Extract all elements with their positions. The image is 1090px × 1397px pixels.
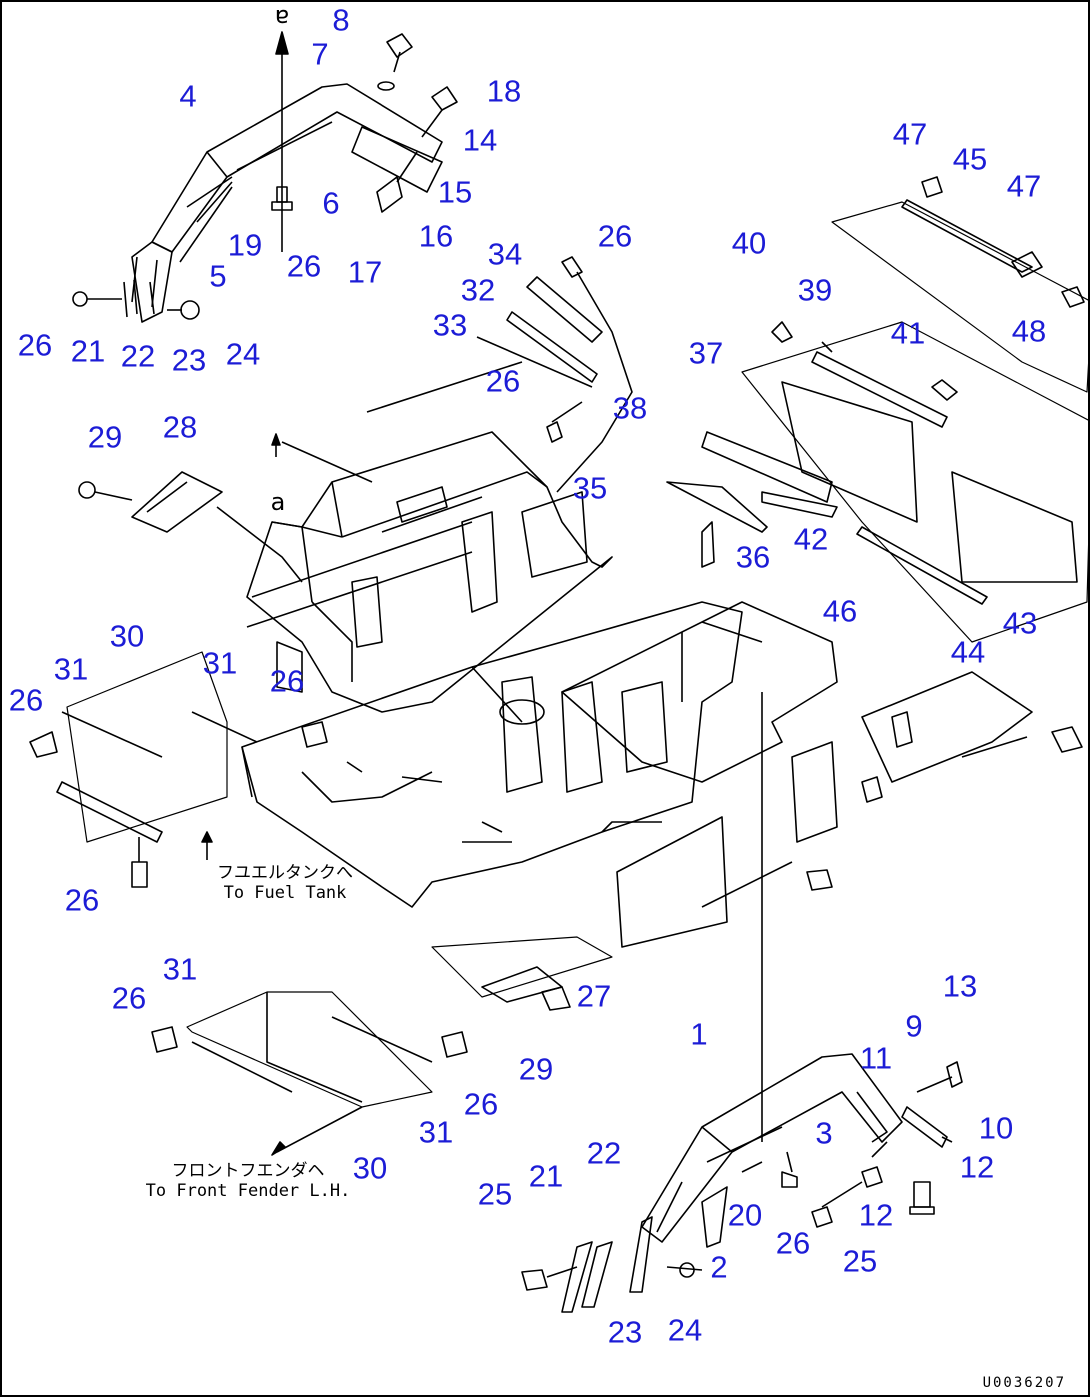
callout-47: 47 bbox=[892, 116, 928, 152]
callout-14: 14 bbox=[462, 122, 498, 158]
note-to-front-fender-jp: フロントフエンダヘ bbox=[171, 1161, 325, 1181]
callout-7: 7 bbox=[311, 36, 329, 72]
callout-28: 28 bbox=[162, 409, 198, 445]
note-to-fuel-tank-en: To Fuel Tank bbox=[223, 882, 347, 903]
callout-21: 21 bbox=[70, 333, 106, 369]
callout-1: 1 bbox=[690, 1016, 708, 1052]
callout-29: 29 bbox=[87, 419, 123, 455]
note-to-front-fender: フロントフエンダヘ To Front Fender L.H. bbox=[145, 1161, 351, 1201]
callout-48: 48 bbox=[1011, 313, 1047, 349]
callout-11: 11 bbox=[859, 1040, 893, 1076]
callout-9: 9 bbox=[905, 1008, 923, 1044]
callout-13: 13 bbox=[942, 968, 978, 1004]
callout-2: 2 bbox=[710, 1249, 728, 1285]
callout-32: 32 bbox=[460, 272, 496, 308]
main-frame-body bbox=[241, 361, 838, 1142]
callout-31: 31 bbox=[418, 1114, 454, 1150]
callout-24: 24 bbox=[225, 336, 261, 372]
callout-22: 22 bbox=[120, 338, 156, 374]
callout-31: 31 bbox=[162, 951, 198, 987]
callout-20: 20 bbox=[727, 1197, 763, 1233]
callout-3: 3 bbox=[815, 1115, 833, 1151]
callout-26: 26 bbox=[463, 1086, 499, 1122]
callout-27: 27 bbox=[576, 978, 612, 1014]
callout-8: 8 bbox=[332, 2, 350, 38]
callout-18: 18 bbox=[486, 73, 522, 109]
callout-15: 15 bbox=[437, 174, 473, 210]
callout-17: 17 bbox=[347, 254, 383, 290]
note-to-front-fender-en: To Front Fender L.H. bbox=[145, 1180, 351, 1201]
callout-25: 25 bbox=[477, 1176, 513, 1212]
lower-panels bbox=[151, 816, 793, 1156]
callout-26: 26 bbox=[286, 248, 322, 284]
note-to-fuel-tank-jp: フユエルタンクへ bbox=[217, 863, 353, 883]
callout-5: 5 bbox=[209, 258, 227, 294]
callout-16: 16 bbox=[418, 218, 454, 254]
callout-30: 30 bbox=[109, 618, 145, 654]
callout-6: 6 bbox=[322, 185, 340, 221]
fender-rear-rh-assembly bbox=[72, 31, 458, 323]
callout-41: 41 bbox=[890, 315, 926, 351]
callout-10: 10 bbox=[978, 1110, 1014, 1146]
callout-31: 31 bbox=[202, 645, 238, 681]
callout-23: 23 bbox=[607, 1314, 643, 1350]
callout-26: 26 bbox=[597, 218, 633, 254]
drawing-code: U0036207 bbox=[982, 1375, 1066, 1391]
callout-33: 33 bbox=[432, 307, 468, 343]
callout-26: 26 bbox=[775, 1225, 811, 1261]
callout-26: 26 bbox=[17, 327, 53, 363]
note-to-fuel-tank: フユエルタンクへ To Fuel Tank bbox=[217, 863, 353, 903]
callout-39: 39 bbox=[797, 272, 833, 308]
callout-47: 47 bbox=[1006, 168, 1042, 204]
callout-12: 12 bbox=[858, 1197, 894, 1233]
callout-24: 24 bbox=[667, 1312, 703, 1348]
callout-30: 30 bbox=[352, 1150, 388, 1186]
callout-38: 38 bbox=[612, 390, 648, 426]
callout-23: 23 bbox=[171, 342, 207, 378]
callout-46: 46 bbox=[822, 593, 858, 629]
callout-26: 26 bbox=[8, 682, 44, 718]
callout-31: 31 bbox=[53, 651, 89, 687]
callout-43: 43 bbox=[1002, 605, 1038, 641]
callout-26: 26 bbox=[64, 882, 100, 918]
fender-front-lh-assembly bbox=[521, 1053, 963, 1313]
callout-12: 12 bbox=[959, 1149, 995, 1185]
callout-4: 4 bbox=[179, 78, 197, 114]
callout-22: 22 bbox=[586, 1135, 622, 1171]
callout-45: 45 bbox=[952, 141, 988, 177]
view-marker-a-top: a bbox=[274, 4, 290, 32]
callout-26: 26 bbox=[485, 363, 521, 399]
callout-37: 37 bbox=[688, 335, 724, 371]
callout-26: 26 bbox=[111, 980, 147, 1016]
callout-21: 21 bbox=[528, 1158, 564, 1194]
callout-42: 42 bbox=[793, 521, 829, 557]
callout-26: 26 bbox=[269, 663, 305, 699]
callout-44: 44 bbox=[950, 634, 986, 670]
left-side-panel bbox=[29, 433, 373, 888]
callout-29: 29 bbox=[518, 1051, 554, 1087]
callout-35: 35 bbox=[572, 470, 608, 506]
callout-19: 19 bbox=[227, 227, 263, 263]
callout-34: 34 bbox=[487, 236, 523, 272]
callout-25: 25 bbox=[842, 1243, 878, 1279]
callout-36: 36 bbox=[735, 539, 771, 575]
right-side-covers bbox=[666, 176, 1088, 891]
callout-40: 40 bbox=[731, 225, 767, 261]
upper-cover-plates bbox=[476, 256, 633, 493]
view-marker-a-body: a bbox=[270, 488, 286, 516]
